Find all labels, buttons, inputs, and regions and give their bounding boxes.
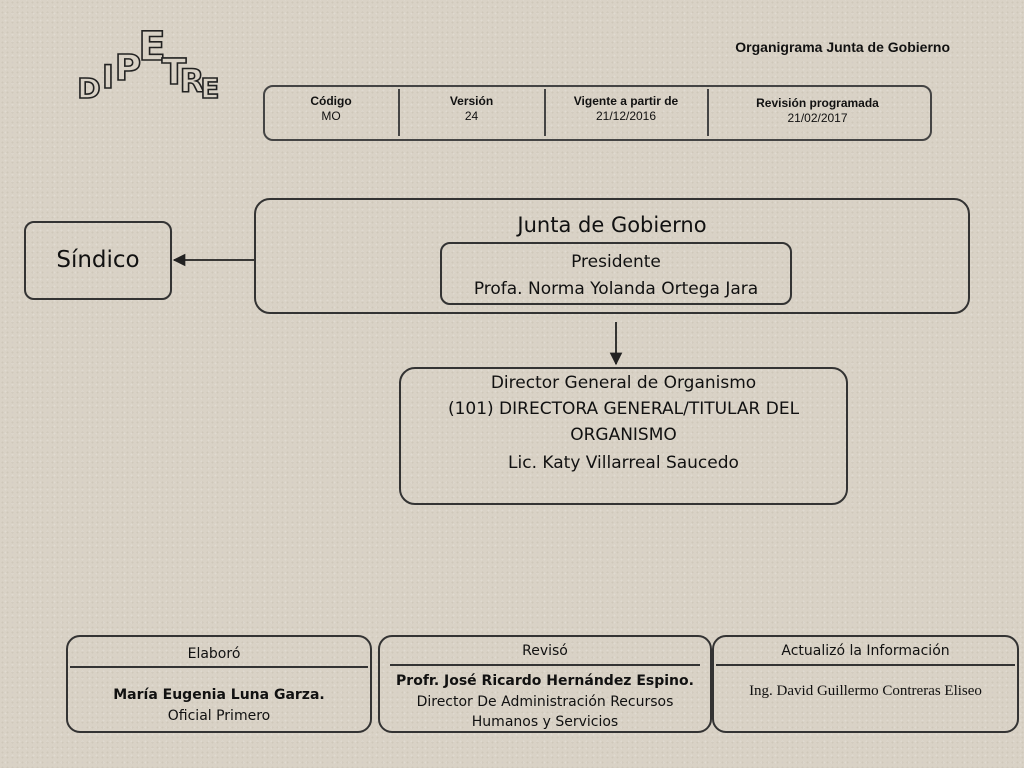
- meta-value: 21/12/2016: [595, 109, 657, 123]
- footer-divider: [390, 664, 700, 666]
- meta-value: 21/02/2017: [787, 111, 848, 125]
- meta-scheduled-review: Revisión programada 21/02/2017: [709, 87, 926, 139]
- junta-node: Junta de Gobierno: [254, 198, 970, 314]
- meta-divider: [544, 89, 546, 136]
- meta-effective-date: Vigente a partir de 21/12/2016: [546, 87, 706, 139]
- director-line: (101) DIRECTORA GENERAL/TITULAR DEL: [447, 399, 800, 419]
- junta-title: Junta de Gobierno: [517, 213, 707, 237]
- document-meta-bar: Código MO Versión 24 Vigente a partir de…: [263, 85, 932, 141]
- footer-elaboro: Elaboró María Eugenia Luna Garza. Oficia…: [66, 635, 372, 733]
- director-node: Director General de Organismo (101) DIRE…: [399, 367, 848, 505]
- logo-letter: E: [200, 72, 219, 104]
- logo-letter: R: [180, 62, 205, 100]
- footer-name: María Eugenia Luna Garza.: [113, 687, 325, 703]
- meta-divider: [398, 89, 400, 136]
- presidente-node: Presidente Profa. Norma Yolanda Ortega J…: [440, 242, 792, 305]
- dipetre-logo: D I P E T R E: [78, 23, 220, 104]
- presidente-role: Presidente: [571, 252, 661, 272]
- footer-position: Humanos y Servicios: [471, 714, 619, 730]
- footer-position: Oficial Primero: [167, 708, 271, 724]
- footer-divider: [70, 666, 368, 668]
- meta-version: Versión 24: [400, 87, 543, 139]
- footer-name: Profr. José Ricardo Hernández Espino.: [396, 673, 694, 689]
- footer-name: Ing. David Guillermo Contreras Eliseo: [749, 683, 982, 699]
- footer-divider: [716, 664, 1015, 666]
- director-line: ORGANISMO: [570, 425, 677, 445]
- footer-label: Elaboró: [187, 646, 241, 662]
- footer-label: Actualizó la Información: [781, 643, 950, 659]
- meta-value: MO: [321, 109, 341, 123]
- sindico-label: Síndico: [56, 247, 140, 273]
- footer-reviso: Revisó Profr. José Ricardo Hernández Esp…: [378, 635, 712, 733]
- meta-value: 24: [464, 109, 479, 123]
- footer-label: Revisó: [522, 643, 568, 659]
- meta-label: Vigente a partir de: [573, 94, 679, 108]
- director-line: Director General de Organismo: [490, 373, 757, 393]
- meta-label: Revisión programada: [756, 96, 879, 110]
- director-line: Lic. Katy Villarreal Saucedo: [508, 453, 739, 473]
- footer-position: Director De Administración Recursos: [416, 694, 674, 710]
- logo-letter: D: [78, 72, 101, 104]
- logo-letter: P: [115, 48, 141, 89]
- meta-label: Código: [310, 94, 352, 108]
- sindico-node: Síndico: [24, 221, 172, 300]
- document-title: Organigrama Junta de Gobierno: [735, 39, 950, 55]
- footer-actualizo: Actualizó la Información Ing. David Guil…: [712, 635, 1019, 733]
- meta-code: Código MO: [265, 87, 397, 139]
- logo-letter: E: [138, 24, 165, 70]
- meta-label: Versión: [449, 94, 494, 108]
- logo-letter: I: [102, 58, 114, 96]
- presidente-name: Profa. Norma Yolanda Ortega Jara: [473, 279, 759, 299]
- meta-divider: [707, 89, 709, 136]
- logo-letter: T: [162, 52, 187, 93]
